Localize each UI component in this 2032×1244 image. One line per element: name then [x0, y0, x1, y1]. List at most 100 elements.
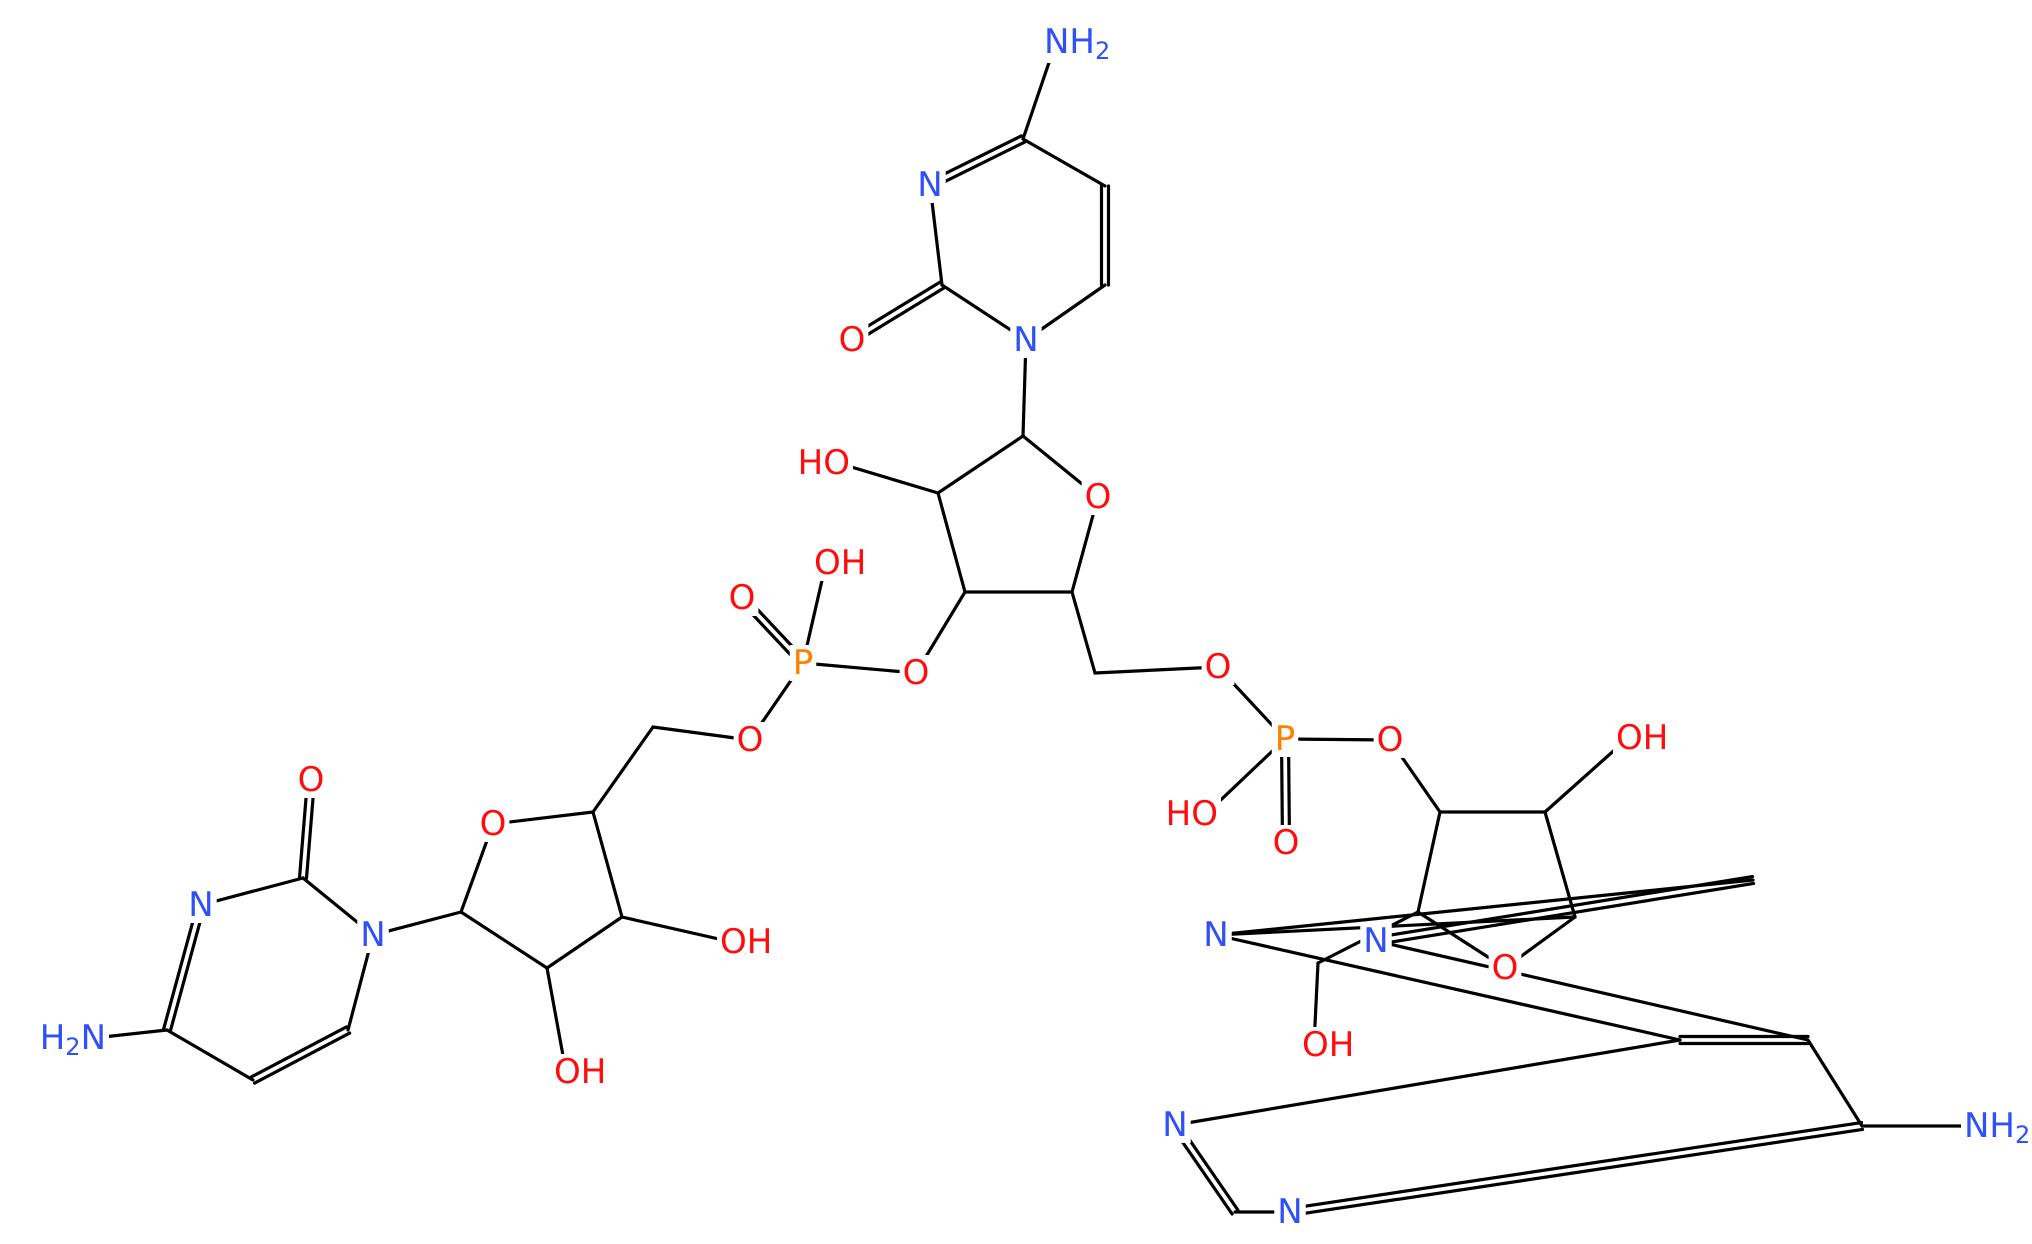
atom-label-backdrop	[725, 580, 759, 616]
atom-label: O	[729, 578, 756, 618]
atom-label: N	[1277, 1192, 1302, 1232]
atom-label-backdrop	[1041, 24, 1114, 63]
atom-hydroxyl-phosphate-right: HO	[1162, 794, 1221, 834]
atom-label-backdrop	[1299, 1027, 1358, 1063]
atom-label-backdrop	[1200, 917, 1232, 953]
atom-label-backdrop	[717, 924, 776, 960]
atom-hydroxyl-left-sugar-lower: OH	[551, 1052, 610, 1092]
single-bond	[1070, 590, 1097, 675]
atom-label: OH	[1616, 718, 1668, 758]
atom-label: NH2	[1044, 22, 1110, 65]
atom-label-backdrop	[811, 545, 870, 581]
atom-nitrogen-left-glycosidic: N	[357, 915, 389, 955]
atom-oxygen-left-ring: O	[476, 804, 510, 844]
single-bond	[491, 810, 595, 826]
atom-oxygen-center-ring: O	[1081, 477, 1115, 517]
atom-label-backdrop	[1613, 720, 1672, 756]
single-bond	[545, 915, 624, 970]
atom-oxygen-ester-left-5: O	[733, 720, 767, 760]
atom-label: N	[1013, 320, 1038, 360]
atom-label: OH	[554, 1052, 606, 1092]
atom-label-backdrop	[476, 806, 510, 842]
atom-oxygen-ester-right-3: O	[1373, 720, 1407, 760]
single-bond	[199, 876, 305, 907]
double-bond-line	[253, 1031, 352, 1085]
atom-nitrogen-purine-9: N	[1200, 915, 1232, 955]
single-bond	[591, 810, 624, 919]
atom-label: O	[480, 804, 507, 844]
atom-label-backdrop	[36, 1020, 109, 1059]
atom-amine-purine: NH2	[1961, 1106, 2032, 1149]
double-bond-line	[1373, 874, 1755, 940]
double-bond-line	[168, 904, 206, 1033]
atom-label: O	[1492, 948, 1519, 988]
single-bond	[1173, 1038, 1682, 1127]
atom-label-backdrop	[835, 322, 869, 358]
atom-nitrogen-left-ring: N	[185, 885, 217, 925]
double-bond-line	[249, 1025, 348, 1079]
atom-label: N	[360, 915, 385, 955]
atom-label-backdrop	[789, 645, 817, 681]
atom-label-backdrop	[357, 917, 389, 953]
atom-hydroxyl-left-sugar-upper: OH	[717, 922, 776, 962]
atom-oxygen-left-carbonyl: O	[294, 760, 328, 800]
atom-label: N	[188, 885, 213, 925]
atom-hydroxyl-center-sugar: HO	[794, 443, 853, 483]
atom-nitrogen-purine-3: N	[1159, 1105, 1191, 1145]
atom-label: O	[839, 320, 866, 360]
single-bond	[459, 910, 549, 970]
atom-label: O	[1273, 823, 1300, 863]
atom-label: O	[1085, 477, 1112, 517]
atom-label: O	[903, 653, 930, 693]
single-bond	[1214, 933, 1682, 1042]
atom-oxygen-ester-center-5: O	[1201, 647, 1235, 687]
atom-label: NH2	[1964, 1106, 2030, 1149]
atom-oxygen-ester-center-3: O	[899, 653, 933, 693]
double-bond-line	[162, 902, 200, 1031]
atom-oxygen-top-carbonyl: O	[835, 320, 869, 360]
single-bond	[1374, 939, 1810, 1042]
single-bond	[165, 1028, 255, 1082]
atom-label: OH	[1302, 1025, 1354, 1065]
atom-label: O	[1377, 720, 1404, 760]
atom-label-backdrop	[794, 445, 853, 481]
atom-label: HO	[798, 443, 850, 483]
atom-label-backdrop	[1269, 825, 1303, 861]
atom-phosphorus-left: P	[789, 643, 817, 683]
atom-nitrogen-top-glycosidic: N	[1010, 320, 1042, 360]
atom-label: N	[1363, 921, 1388, 961]
single-bond	[801, 661, 918, 675]
atom-label: HO	[1166, 794, 1218, 834]
single-bond	[936, 491, 967, 594]
atom-label: N	[1162, 1105, 1187, 1145]
atom-oxygen-right-ring: O	[1488, 948, 1522, 988]
atom-amine-left: H2N	[36, 1018, 109, 1061]
single-bond	[1283, 737, 1392, 742]
atom-label-backdrop	[1159, 1107, 1191, 1143]
single-bond	[1093, 665, 1220, 675]
atom-amine-top: NH2	[1041, 22, 1114, 65]
atom-nitrogen-top-ring: N	[914, 165, 946, 205]
atom-label-backdrop	[294, 762, 328, 798]
single-bond	[591, 725, 655, 814]
atom-label-backdrop	[733, 722, 767, 758]
atom-label: H2N	[40, 1018, 106, 1061]
atom-label-backdrop	[551, 1054, 610, 1090]
atom-label-backdrop	[1360, 923, 1392, 959]
atom-nitrogen-purine-1: N	[1274, 1192, 1306, 1232]
atom-label-backdrop	[185, 887, 217, 923]
bond-layer	[92, 40, 1978, 1218]
single-bond	[1021, 137, 1107, 188]
atom-label: N	[1203, 915, 1228, 955]
atom-hydroxyl-right-methylene: OH	[1299, 1025, 1358, 1065]
single-bond	[620, 915, 734, 944]
atom-label: N	[917, 165, 942, 205]
atom-label-backdrop	[1488, 950, 1522, 986]
single-bond	[1214, 878, 1755, 937]
atom-label: OH	[814, 543, 866, 583]
atom-oxygen-phosphate-right-double: O	[1269, 823, 1303, 863]
atom-label: OH	[720, 922, 772, 962]
atom-label-backdrop	[1274, 1194, 1306, 1230]
